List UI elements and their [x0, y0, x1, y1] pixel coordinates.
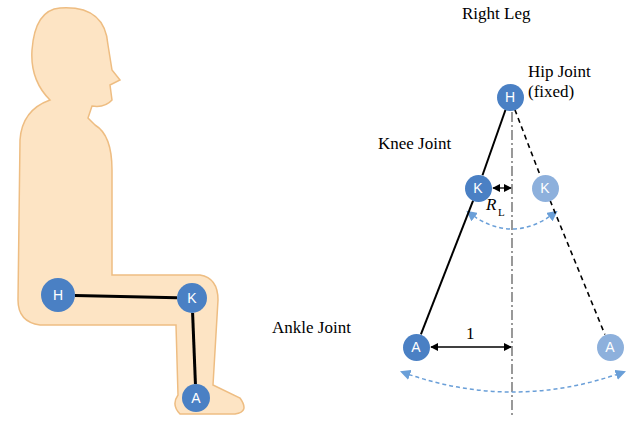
unit-length-arrow [431, 346, 511, 347]
seated-person [18, 8, 244, 414]
joint-circle: K [177, 283, 207, 313]
limb-segment [482, 110, 505, 176]
length-value: 1 [466, 324, 475, 344]
vertical-axis [511, 112, 512, 418]
joint-circle: K [532, 175, 559, 202]
limb-segment [550, 200, 605, 334]
radius-symbol: R [486, 195, 496, 215]
joint-circle: H [497, 84, 524, 111]
joint-circle: H [41, 278, 75, 312]
joint-label: Knee Joint [378, 134, 451, 154]
joint-circle: A [403, 334, 430, 361]
radius-subscript: L [498, 206, 505, 219]
limb-segment [515, 110, 540, 176]
figure-title: Right Leg [462, 4, 530, 24]
joint-letter: H [53, 288, 63, 302]
limb-segment [421, 201, 473, 335]
joint-letter: K [187, 291, 196, 305]
joint-letter: A [605, 340, 614, 354]
joint-circle: A [597, 334, 624, 361]
ankle-swing-arc [402, 372, 624, 392]
limb-segment [193, 313, 196, 384]
joint-letter: H [505, 90, 515, 104]
joint-letter: A [411, 340, 420, 354]
limb-segment [75, 295, 177, 297]
joint-letter: K [540, 181, 549, 195]
knee-swing-arc [468, 212, 556, 229]
joint-circle: A [182, 384, 210, 412]
joint-label: Hip Joint (fixed) [528, 62, 606, 101]
joint-letter: A [191, 391, 200, 405]
joint-label: Ankle Joint [272, 318, 351, 338]
joint-letter: K [473, 181, 482, 195]
radius-arrow [493, 187, 511, 188]
